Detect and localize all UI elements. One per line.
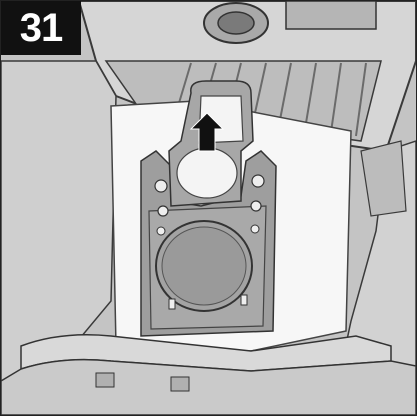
step-number-badge: 31 (1, 1, 81, 55)
arrow-up-icon (189, 112, 225, 152)
step-number: 31 (19, 6, 63, 50)
bag-plate (140, 150, 277, 337)
housing-left (1, 60, 117, 382)
